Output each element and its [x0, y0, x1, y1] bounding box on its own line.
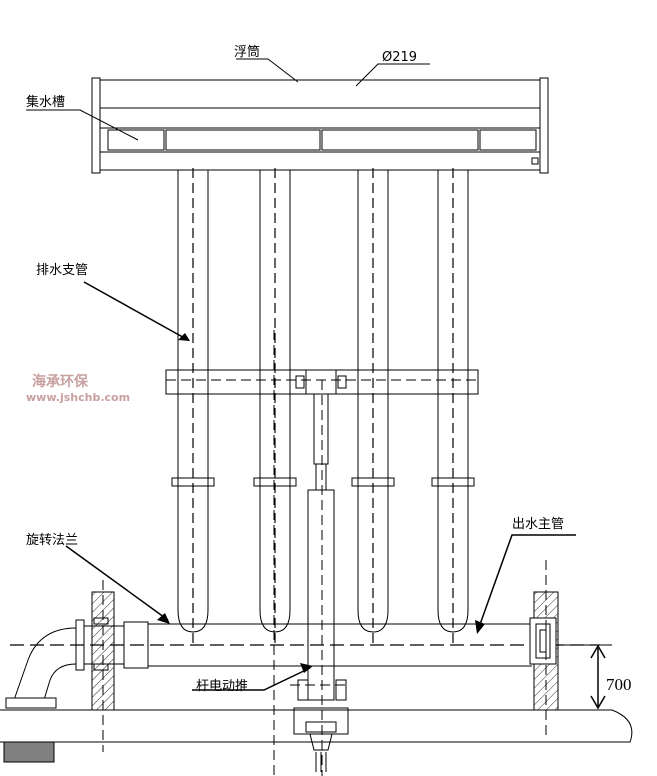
right-support — [529, 560, 559, 740]
float-tank — [91, 77, 549, 174]
ground-line — [0, 709, 633, 743]
arrowhead — [475, 620, 485, 634]
motor-box — [3, 741, 55, 763]
label-main-outlet: 出水主管 — [512, 517, 564, 532]
main-outlet-pipe — [10, 623, 600, 667]
label-float: 浮筒 — [234, 44, 260, 60]
branch-pipes — [171, 168, 475, 645]
label-collector: 集水槽 — [26, 94, 65, 110]
left-support — [91, 580, 115, 752]
label-height: 700 — [606, 675, 632, 694]
arrowhead — [157, 613, 170, 624]
elbow-pipe — [5, 627, 77, 709]
label-branch-pipe: 排水支管 — [36, 263, 88, 278]
electric-actuator — [273, 330, 350, 776]
arrowhead — [178, 333, 190, 341]
watermark-company: 海承环保 — [32, 373, 89, 390]
watermark-url: www.jshchb.com — [26, 391, 130, 404]
rotary-flange — [75, 617, 149, 671]
leader-lines — [26, 58, 576, 691]
label-diameter: Ø219 — [382, 50, 417, 65]
height-dimension — [560, 644, 612, 710]
label-rotary-flange: 旋转法兰 — [26, 533, 78, 548]
label-actuator: 杆电动推 — [196, 679, 248, 694]
arrowhead — [300, 663, 313, 673]
